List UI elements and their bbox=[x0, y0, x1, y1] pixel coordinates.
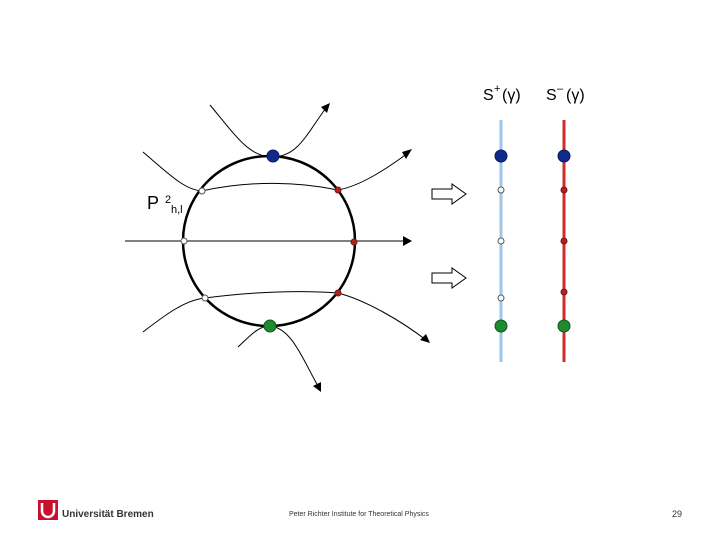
university-bremen-logo-icon bbox=[38, 500, 58, 520]
point-blue-top bbox=[266, 149, 280, 163]
point-red-upper-right bbox=[334, 186, 342, 194]
manifold-label-main: P bbox=[147, 193, 160, 213]
s-plus-sup: + bbox=[494, 83, 501, 95]
right-hollow-arrow-icon bbox=[431, 183, 467, 205]
arrowhead-top bbox=[321, 103, 330, 113]
s-minus-header: S – (γ) bbox=[546, 83, 600, 110]
right-hollow-arrow-icon bbox=[431, 267, 467, 289]
page-number: 29 bbox=[672, 509, 683, 519]
s-minus-point-red bbox=[560, 237, 568, 245]
s-plus-point-green bbox=[494, 319, 508, 333]
point-green-bottom bbox=[263, 319, 277, 333]
manifold-label: P 2 h,l bbox=[147, 193, 191, 223]
footer-institute: Peter Richter Institute for Theoretical … bbox=[289, 504, 429, 524]
s-plus-point-open bbox=[497, 186, 505, 194]
footer-university: Universität Bremen bbox=[62, 504, 154, 524]
trajectory-upper bbox=[142, 151, 409, 192]
s-plus-point-open bbox=[497, 294, 505, 302]
s-minus-point-red bbox=[560, 288, 568, 296]
s-minus-sup: – bbox=[557, 83, 564, 95]
manifold-label-sup: 2 bbox=[165, 194, 172, 206]
s-plus-arg: (γ) bbox=[502, 87, 521, 104]
arrowhead-bottom bbox=[313, 382, 321, 392]
university-name: Universität Bremen bbox=[62, 508, 154, 520]
s-minus-point-green bbox=[557, 319, 571, 333]
s-plus-point-blue bbox=[494, 149, 508, 163]
s-minus-arg: (γ) bbox=[566, 87, 585, 104]
arrowhead-axis bbox=[403, 236, 412, 246]
s-minus-point-red bbox=[560, 186, 568, 194]
trajectory-lower bbox=[142, 291, 427, 341]
manifold-label-sub: h,l bbox=[171, 204, 183, 216]
point-red-right bbox=[350, 238, 358, 246]
s-plus-header: S + (γ) bbox=[483, 83, 533, 110]
trajectory-bottom bbox=[237, 325, 319, 387]
point-open-lower-left bbox=[201, 294, 209, 302]
s-minus-point-blue bbox=[557, 149, 571, 163]
s-plus-main: S bbox=[483, 87, 494, 104]
point-open-upper-left bbox=[198, 187, 206, 195]
s-plus-point-open bbox=[497, 237, 505, 245]
arrowhead-upper bbox=[402, 149, 412, 159]
institute-name: Peter Richter Institute for Theoretical … bbox=[289, 510, 429, 518]
point-red-lower-right bbox=[334, 289, 342, 297]
footer-page: 29 bbox=[672, 504, 682, 524]
arrowhead-lower bbox=[420, 334, 430, 343]
s-minus-main: S bbox=[546, 87, 557, 104]
point-open-left bbox=[180, 237, 188, 245]
trajectory-top bbox=[209, 104, 327, 158]
